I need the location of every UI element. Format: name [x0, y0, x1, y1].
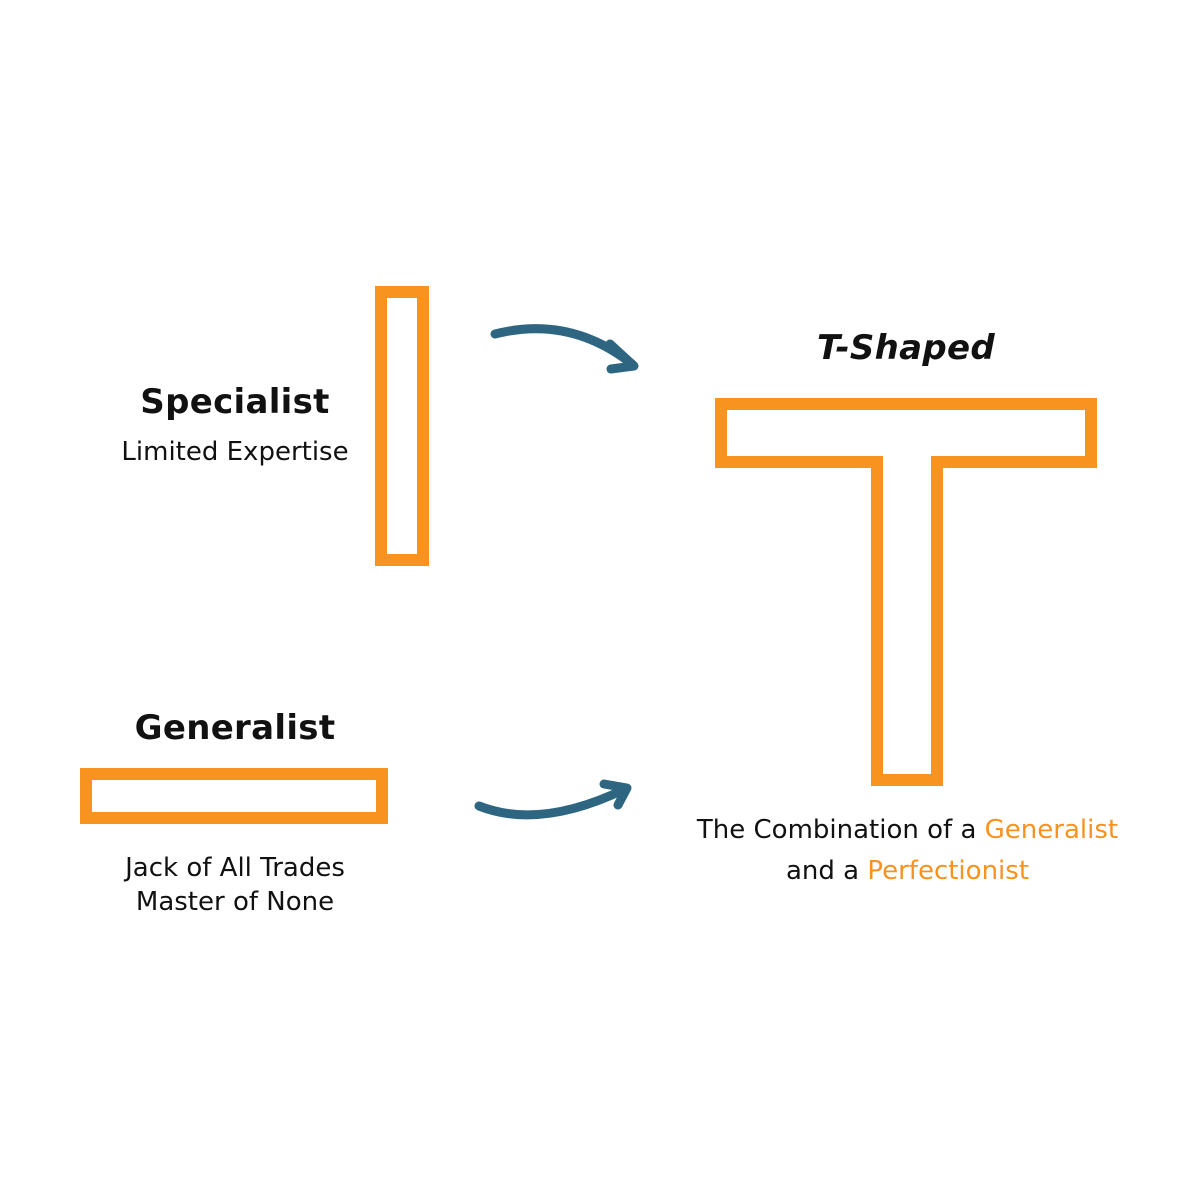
specialist-subtitle: Limited Expertise: [121, 437, 349, 467]
caption-line1-prefix: The Combination of a: [696, 815, 985, 845]
caption-line2-highlight: Perfectionist: [867, 856, 1030, 886]
specialist-title: Specialist: [140, 382, 330, 422]
caption-line1-highlight: Generalist: [984, 815, 1119, 845]
generalist-horizontal-bar: [80, 768, 388, 824]
generalist-line1: Jack of All Trades: [125, 853, 345, 883]
top-curved-arrow-icon: [490, 324, 639, 374]
generalist-line2: Master of None: [135, 887, 335, 917]
caption-line2-prefix: and a: [785, 856, 868, 886]
t-shape-stem: [871, 456, 943, 786]
generalist-title: Generalist: [134, 708, 336, 748]
bottom-curved-arrow-icon: [474, 779, 632, 820]
t-shaped-title: T-Shaped: [816, 328, 996, 368]
specialist-vertical-bar: [375, 286, 429, 566]
t-shaped-caption-line1: The Combination of a Generalist: [640, 813, 1175, 847]
t-shaped-caption-line2: and a Perfectionist: [640, 854, 1175, 888]
